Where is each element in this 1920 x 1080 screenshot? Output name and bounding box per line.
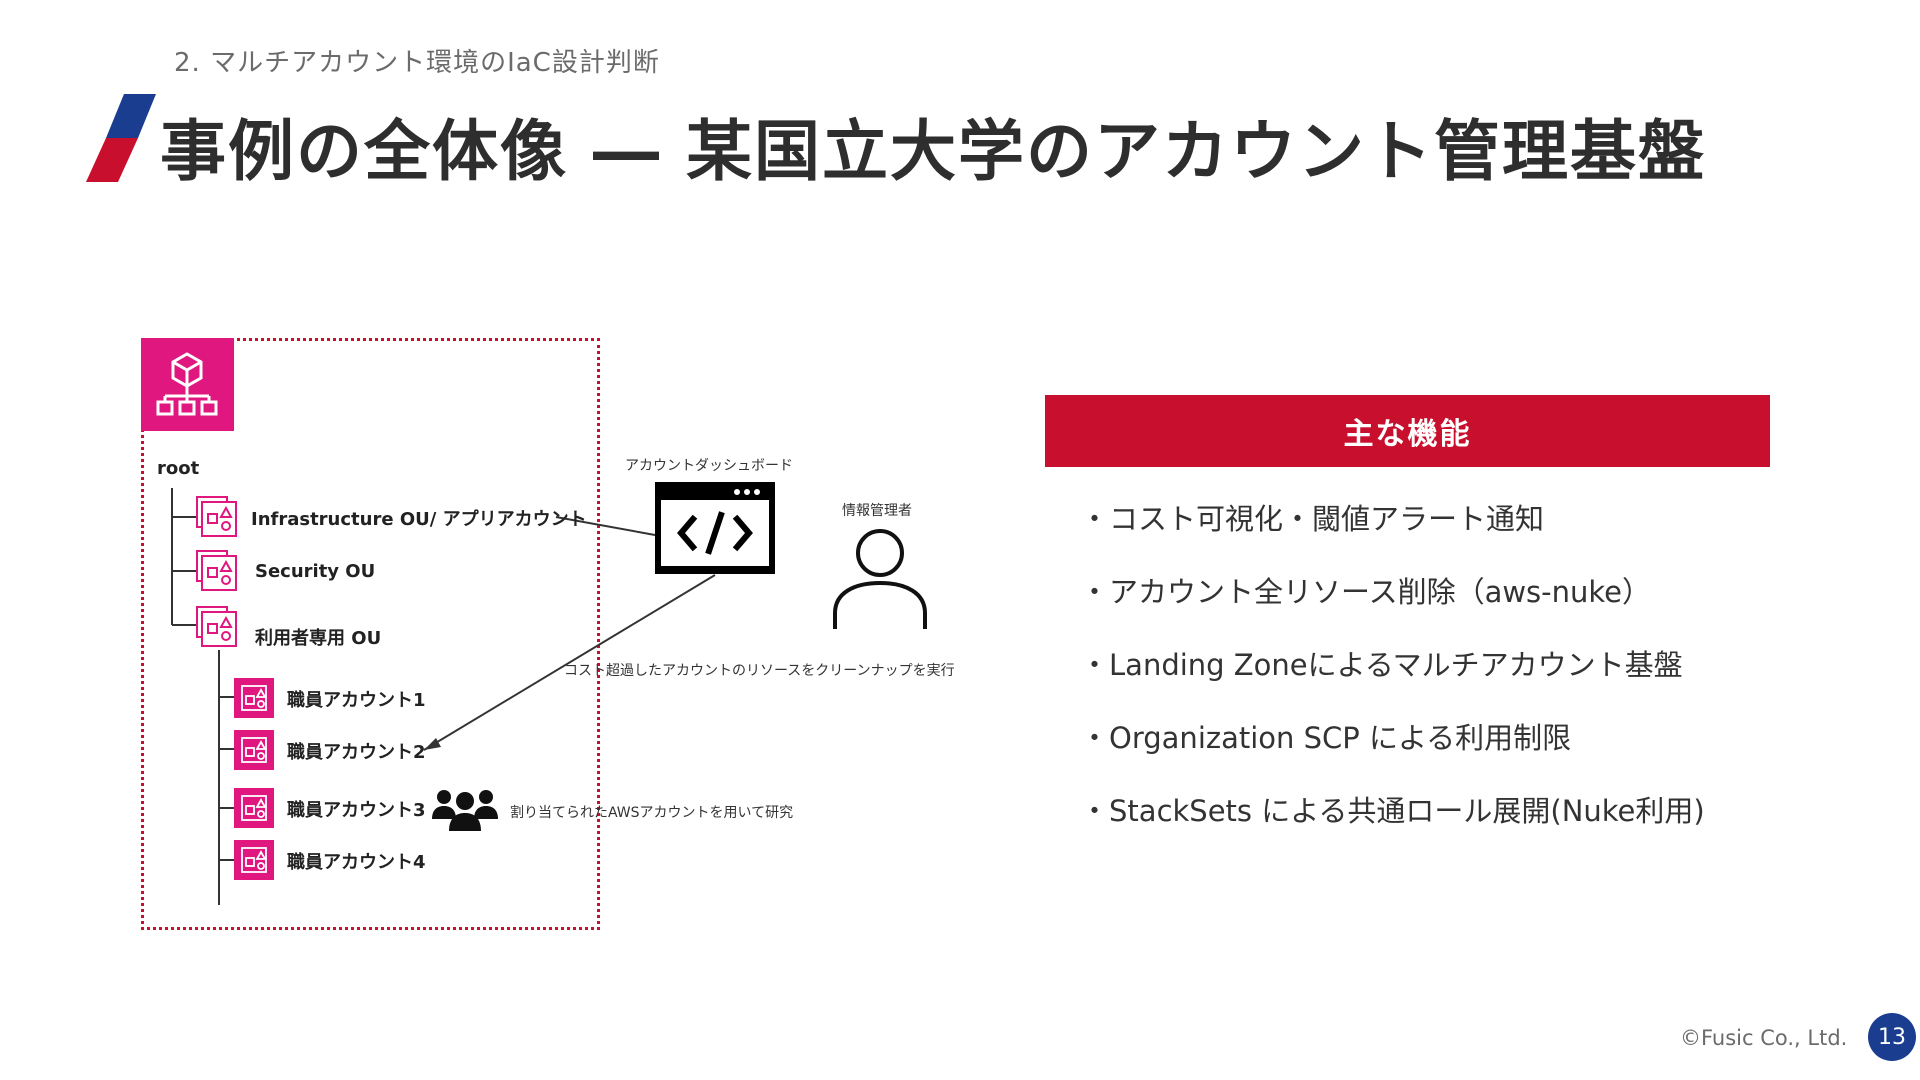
page-number: 13 [1868, 1013, 1916, 1061]
ou-label-infrastructure: Infrastructure OU/ アプリアカウント [251, 509, 587, 530]
organization-boundary [141, 338, 600, 930]
admin-user-icon [833, 529, 927, 629]
users-group-icon [432, 790, 498, 831]
dashboard-label: アカウントダッシュボード [625, 458, 793, 474]
ou-icon [196, 550, 237, 591]
account-label-3: 職員アカウント3 [287, 800, 426, 821]
ou-label-security: Security OU [255, 561, 376, 582]
feature-item: Landing Zoneによるマルチアカウント基盤 [1080, 636, 1705, 709]
ou-icon [196, 606, 237, 647]
features-header: 主な機能 [1045, 395, 1770, 467]
cleanup-note: コスト超過したアカウントのリソースをクリーンナップを実行 [564, 663, 955, 679]
ou-label-users: 利用者専用 OU [255, 628, 382, 649]
accent-slash-icon [86, 94, 156, 182]
root-label: root [157, 458, 200, 479]
account-label-4: 職員アカウント4 [287, 852, 426, 873]
research-note: 割り当てられたAWSアカウントを用いて研究 [510, 805, 794, 821]
account-icon [234, 730, 274, 770]
copyright: ©Fusic Co., Ltd. [1680, 1026, 1848, 1050]
account-label-2: 職員アカウント2 [287, 742, 426, 763]
slide-title: 事例の全体像 ― 某国立大学のアカウント管理基盤 [160, 113, 1706, 190]
ou-icon [196, 496, 237, 537]
feature-list: コスト可視化・閾値アラート通知 アカウント全リソース削除（aws-nuke） L… [1080, 490, 1705, 855]
feature-item: コスト可視化・閾値アラート通知 [1080, 490, 1705, 563]
account-label-1: 職員アカウント1 [287, 690, 426, 711]
feature-item: StackSets による共通ロール展開(Nuke利用) [1080, 782, 1705, 855]
account-icon [234, 788, 274, 828]
feature-item: Organization SCP による利用制限 [1080, 709, 1705, 782]
admin-label: 情報管理者 [842, 503, 912, 519]
account-icon [234, 840, 274, 880]
code-dashboard-icon [655, 482, 775, 574]
section-label: 2. マルチアカウント環境のIaC設計判断 [174, 48, 660, 78]
account-icon [234, 678, 274, 718]
feature-item: アカウント全リソース削除（aws-nuke） [1080, 563, 1705, 636]
organizations-icon [141, 338, 234, 431]
